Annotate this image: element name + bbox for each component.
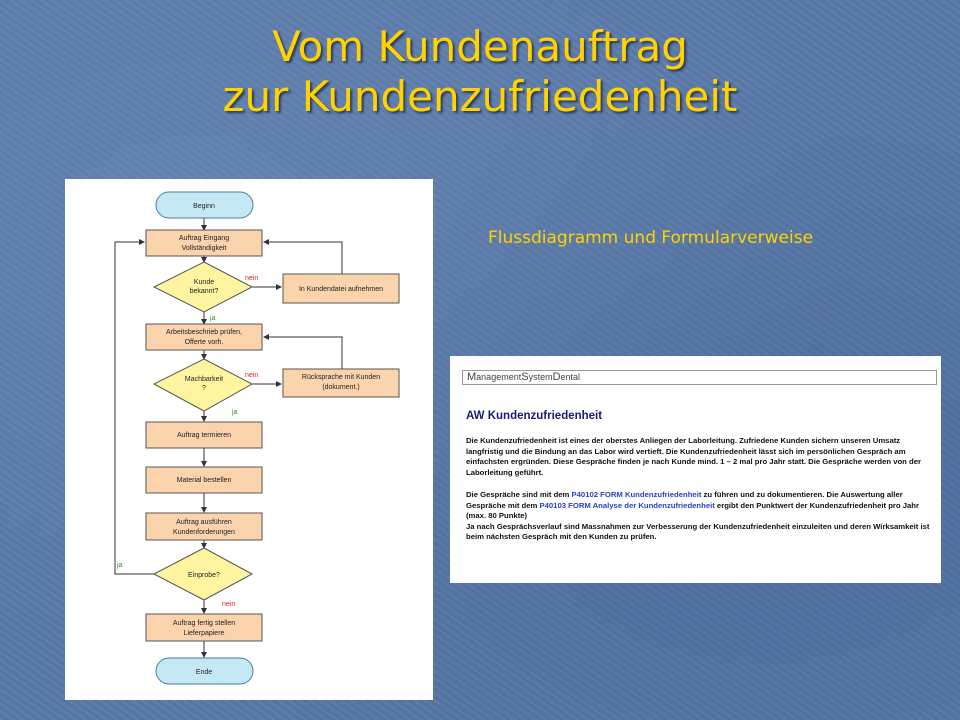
document-title: AW Kundenzufriedenheit: [466, 410, 603, 422]
node-side2: [282, 368, 400, 398]
node-side2-line2: (dokument.): [322, 384, 359, 391]
node-step2: [145, 323, 263, 351]
document-paragraph-2: Die Gespräche sind mit dem P40102 FORM K…: [466, 490, 936, 543]
label-ja-1: ja: [209, 315, 216, 322]
slide-subtitle: Flussdiagramm und Formularverweise: [488, 228, 814, 248]
node-begin: [155, 191, 254, 219]
label-ja-2: ja: [231, 409, 238, 416]
node-step2-line1: Arbeitsbeschrieb prüfen,: [166, 329, 242, 336]
doc-header-rest-3: ental: [560, 372, 581, 382]
node-step1: [145, 229, 263, 257]
para2-text-c: ergibt den Punktwert der Kundenzufrieden…: [466, 500, 919, 521]
document-header: ManagementSystemDental: [462, 370, 937, 385]
label-nein-3: nein: [222, 601, 235, 608]
node-decision1-line1: Kunde: [194, 279, 214, 286]
node-step6-line1: Auftrag fertig stellen: [173, 620, 235, 627]
link-p40102-form[interactable]: P40102 FORM Kundenzufriedenheit: [571, 490, 702, 499]
slide-title: Vom Kundenauftrag zur Kundenzufriedenhei…: [0, 22, 960, 122]
node-step6: [145, 613, 263, 642]
node-step4-label: Material bestellen: [177, 477, 232, 484]
node-step4: [145, 466, 263, 494]
node-step3: [145, 421, 263, 449]
node-side2-line1: Rücksprache mit Kunden: [302, 374, 380, 381]
title-line-2: zur Kundenzufriedenheit: [222, 72, 738, 121]
edge-side2-step2: [263, 334, 343, 369]
doc-header-cap-s: S: [521, 371, 529, 383]
para2-text-a: Die Gespräche sind mit dem: [466, 490, 572, 499]
node-step1-line2: Vollständigkeit: [182, 245, 227, 252]
node-decision2-line2: ?: [202, 385, 206, 392]
flowchart-panel: Beginn Auftrag Eingang Vollständigkeit K…: [65, 179, 433, 700]
node-end-label: Ende: [196, 669, 212, 676]
node-decision1: [152, 261, 254, 313]
link-p40103-form[interactable]: P40103 FORM Analyse der Kundenzufriedenh…: [539, 500, 715, 510]
label-ja-3: ja: [116, 562, 123, 569]
para2-text-d: Ja nach Gesprächsverlauf sind Massnahmen…: [466, 521, 930, 542]
document-panel: ManagementSystemDental AW Kundenzufriede…: [450, 356, 941, 583]
node-step5-line1: Auftrag ausführen: [176, 519, 232, 526]
label-nein-2: nein: [245, 372, 258, 379]
document-paragraph-1: Die Kundenzufriedenheit ist eines der ob…: [466, 436, 921, 477]
doc-header-rest-2: ystem: [528, 372, 553, 382]
node-step1-line1: Auftrag Eingang: [179, 235, 229, 242]
node-step2-line2: Offerte vorh.: [185, 339, 224, 346]
node-decision2-line1: Machbarkeit: [185, 376, 223, 383]
node-decision3-label: Einprobe?: [188, 572, 220, 579]
node-step3-label: Auftrag termieren: [177, 432, 231, 439]
node-decision1-line2: bekannt?: [190, 288, 219, 295]
node-step5-line2: Kundenforderungen: [173, 529, 235, 536]
doc-header-cap-m: M: [467, 371, 477, 383]
node-side1: [282, 273, 400, 304]
node-end: [155, 657, 254, 685]
node-step5: [145, 512, 263, 541]
title-line-1: Vom Kundenauftrag: [272, 22, 688, 71]
node-step6-line2: Lieferpapiere: [184, 630, 225, 637]
node-decision3: [152, 547, 254, 601]
label-nein-1: nein: [245, 275, 258, 282]
edge-dec3-loop: [114, 239, 154, 575]
flowchart: Beginn Auftrag Eingang Vollständigkeit K…: [114, 191, 400, 685]
doc-header-cap-d: D: [552, 371, 561, 383]
node-decision2: [152, 358, 254, 412]
node-begin-label: Beginn: [193, 203, 215, 210]
doc-header-rest-1: anagement: [476, 372, 522, 382]
node-side1-label: In Kundendatei aufnehmen: [299, 286, 383, 293]
edge-side1-step1: [263, 239, 343, 274]
para2-text-b: zu führen und zu dokumentieren. Die Ausw…: [466, 490, 903, 510]
